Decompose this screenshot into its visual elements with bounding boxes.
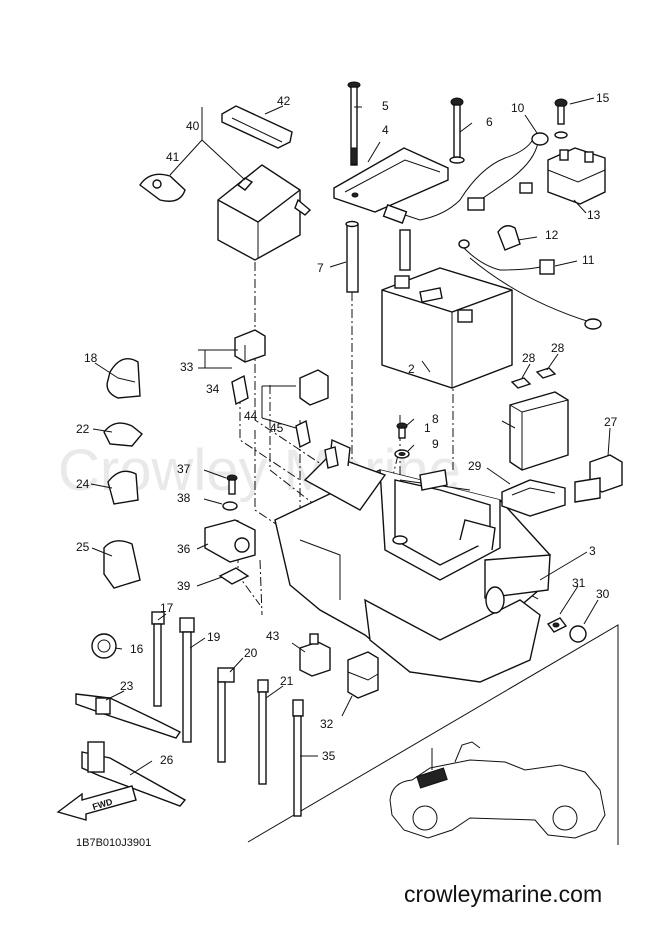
callout-44: 44 [244, 409, 258, 423]
part-tie-17 [151, 611, 165, 707]
part-relay-32 [347, 651, 379, 699]
leader-lines [90, 97, 611, 776]
part-clamp-18 [106, 358, 141, 399]
part-bracket-4 [333, 147, 449, 213]
website-credit: crowleymarine.com [404, 881, 602, 907]
part-bracket-27 [574, 454, 623, 503]
part-connector-33 [234, 329, 266, 363]
callout-11: 11 [582, 253, 595, 267]
part-relay-13 [547, 147, 606, 205]
part-bolt-15 [554, 98, 568, 139]
part-pads-28 [510, 367, 557, 389]
part-bolt-5 [347, 81, 361, 166]
callout-19: 19 [207, 630, 221, 644]
callout-38: 38 [177, 491, 191, 505]
part-plate-39 [218, 567, 250, 585]
part-bolt-8 [396, 422, 408, 439]
callout-27: 27 [604, 415, 618, 429]
frame-outline [247, 624, 619, 845]
callout-34: 34 [206, 382, 220, 396]
part-clamp-25 [103, 540, 141, 589]
diagram-code: 1B7B010J3901 [76, 837, 151, 849]
part-tie-20 [217, 667, 235, 763]
fwd-arrow-icon: FWD [56, 785, 137, 821]
callout-28b: 28 [551, 341, 565, 355]
callout-21: 21 [280, 674, 294, 688]
callout-3: 3 [589, 544, 596, 558]
part-clamp-24 [107, 470, 139, 505]
part-tie-26 [81, 741, 187, 807]
callout-23: 23 [120, 679, 134, 693]
callout-33: 33 [180, 360, 194, 374]
callout-4: 4 [382, 123, 389, 137]
part-tie-21 [257, 679, 269, 785]
callout-15: 15 [596, 91, 610, 105]
battery-box [274, 438, 551, 683]
part-connector-45 [295, 419, 311, 449]
part-washer-38 [222, 501, 238, 511]
callout-29: 29 [468, 459, 482, 473]
callout-12: 12 [545, 228, 559, 242]
part-case-40 [217, 164, 312, 261]
callout-8: 8 [432, 412, 439, 426]
part-tie-19 [179, 617, 195, 743]
part-collar-7 [345, 220, 359, 293]
callout-36: 36 [177, 542, 191, 556]
part-tie-35 [292, 699, 304, 817]
callout-20: 20 [244, 646, 258, 660]
callout-45: 45 [270, 421, 284, 435]
callout-43: 43 [266, 629, 280, 643]
callout-6: 6 [486, 115, 493, 129]
callout-32: 32 [320, 717, 334, 731]
callout-26: 26 [160, 753, 174, 767]
callout-40: 40 [186, 119, 200, 133]
callout-2: 2 [408, 362, 415, 376]
part-washer-9 [394, 449, 410, 459]
callout-labels: 1 2 3 4 5 6 7 8 9 10 11 12 13 15 16 17 1… [76, 91, 618, 767]
part-sensor-36 [204, 519, 256, 563]
callout-42: 42 [277, 94, 291, 108]
part-bolt-37 [226, 474, 238, 495]
vehicle-silhouette-icon [389, 741, 606, 839]
part-tray-29 [501, 479, 566, 517]
callout-7: 7 [317, 261, 324, 275]
callout-10: 10 [511, 101, 525, 115]
part-cap-30 [569, 625, 587, 643]
part-connector-44 [299, 369, 329, 406]
callout-9: 9 [432, 437, 439, 451]
callout-18: 18 [84, 351, 98, 365]
part-tie-23 [75, 693, 182, 739]
callout-41: 41 [166, 150, 180, 164]
callout-1: 1 [424, 421, 431, 435]
part-bolt-6 [449, 97, 465, 164]
part-connector-34 [231, 374, 249, 406]
callout-39: 39 [177, 579, 191, 593]
callout-31: 31 [572, 576, 586, 590]
part-clamp-22 [103, 422, 143, 447]
callout-24: 24 [76, 477, 90, 491]
part-nut-31 [546, 617, 568, 633]
callout-22: 22 [76, 422, 90, 436]
part-battery-2 [381, 267, 513, 389]
part-clamp-12 [497, 225, 521, 251]
callout-13: 13 [587, 208, 601, 222]
part-cable-11 [458, 239, 602, 330]
callout-5: 5 [382, 99, 389, 113]
callout-35: 35 [322, 749, 336, 763]
part-holder-41 [139, 173, 186, 202]
callout-28a: 28 [522, 351, 536, 365]
part-cable-10 [382, 132, 549, 271]
part-unit-1 [509, 391, 569, 471]
part-relay-43 [299, 633, 331, 677]
callout-37: 37 [177, 462, 191, 476]
callout-17: 17 [160, 601, 174, 615]
part-band-42 [221, 105, 293, 149]
part-clamp-16 [91, 633, 117, 659]
callout-16: 16 [130, 642, 144, 656]
callout-25: 25 [76, 540, 90, 554]
callout-30: 30 [596, 587, 610, 601]
